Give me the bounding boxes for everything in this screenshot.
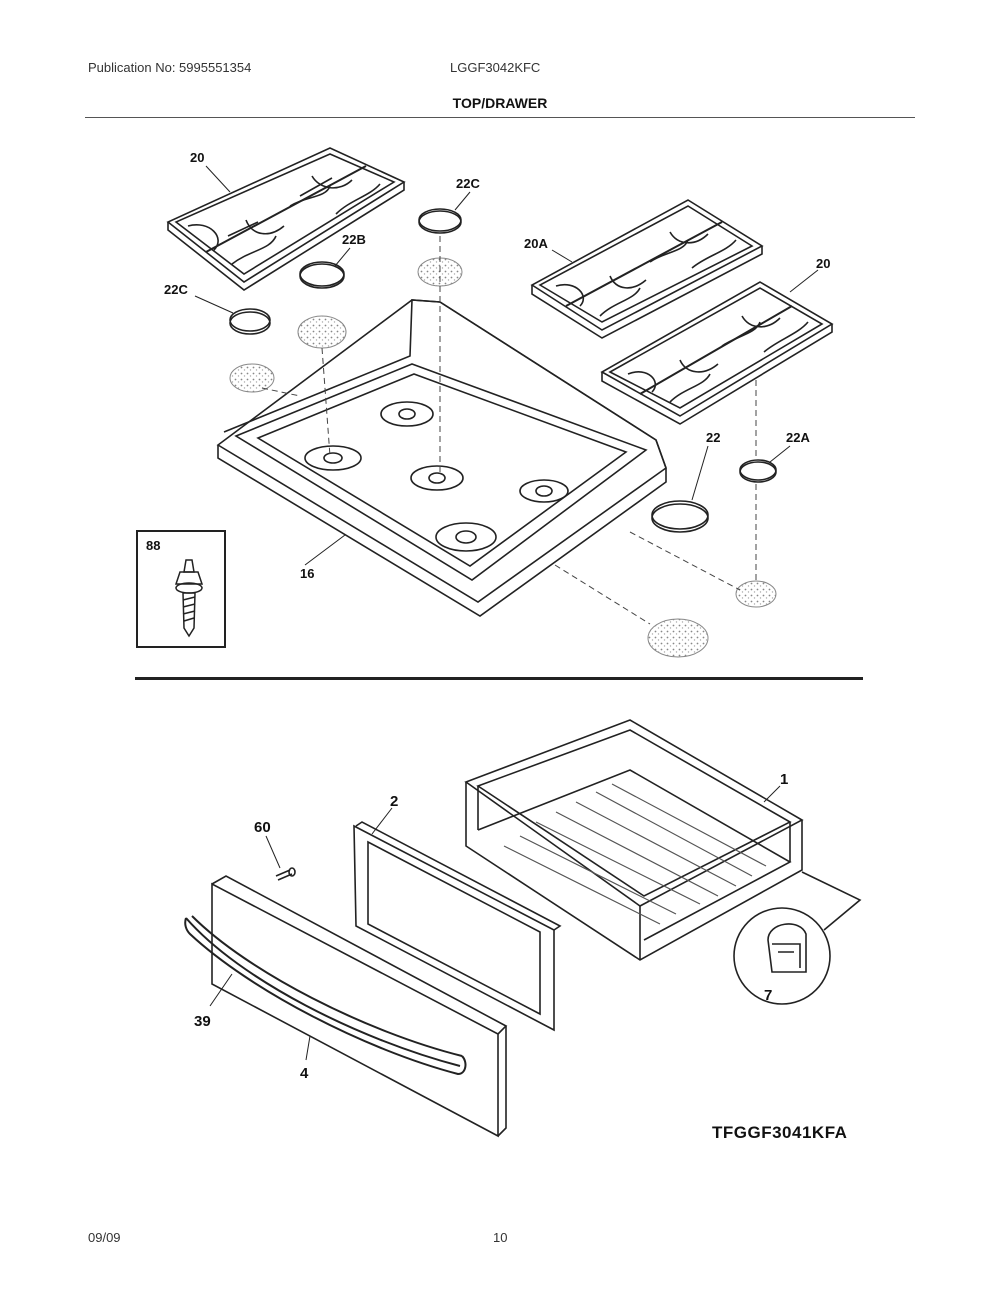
footer-date: 09/09 [88,1230,121,1245]
grate-20a [530,199,764,339]
screw-inset [136,530,226,648]
glide-callout [733,871,862,1005]
drawer-body [464,719,804,961]
label-22b: 22B [342,232,366,247]
left-grate [166,147,406,291]
section-title: TOP/DRAWER [452,95,548,111]
label-20-left: 20 [190,150,204,165]
grate-20-right [600,281,834,425]
publication-number: Publication No: 5995551354 [88,60,252,75]
diagram-code: TFGGF3041KFA [712,1123,847,1142]
page-number: 10 [493,1230,508,1245]
drawer-leaders [209,785,781,1061]
burner-heads [229,257,777,658]
drawer-handle [184,915,467,1076]
burner-caps [229,208,777,533]
header-rule [85,117,915,118]
label-20a: 20A [524,236,548,251]
drawer-front [211,875,508,1138]
screw-60 [275,867,296,881]
section-divider [135,677,863,680]
label-7: 7 [764,987,772,1004]
label-22a: 22A [786,430,810,445]
model-number: LGGF3042KFC [450,60,541,75]
label-20-right: 20 [816,256,830,271]
label-60: 60 [254,819,271,836]
label-22c-left: 22C [164,282,188,297]
label-39: 39 [194,1013,211,1030]
label-2: 2 [390,793,398,810]
label-16: 16 [300,566,314,581]
cooktop [216,299,667,617]
label-22c-top: 22C [456,176,480,191]
label-22: 22 [706,430,720,445]
label-4: 4 [300,1065,309,1082]
leader-lines [194,165,819,566]
drawer-frame [353,821,562,1032]
label-88: 88 [146,538,160,553]
label-1: 1 [780,771,788,788]
assembly-lines [261,236,757,625]
part-labels: 20 22C 22B 22C 20A 20 22 22A 88 16 2 1 6… [146,150,847,1142]
